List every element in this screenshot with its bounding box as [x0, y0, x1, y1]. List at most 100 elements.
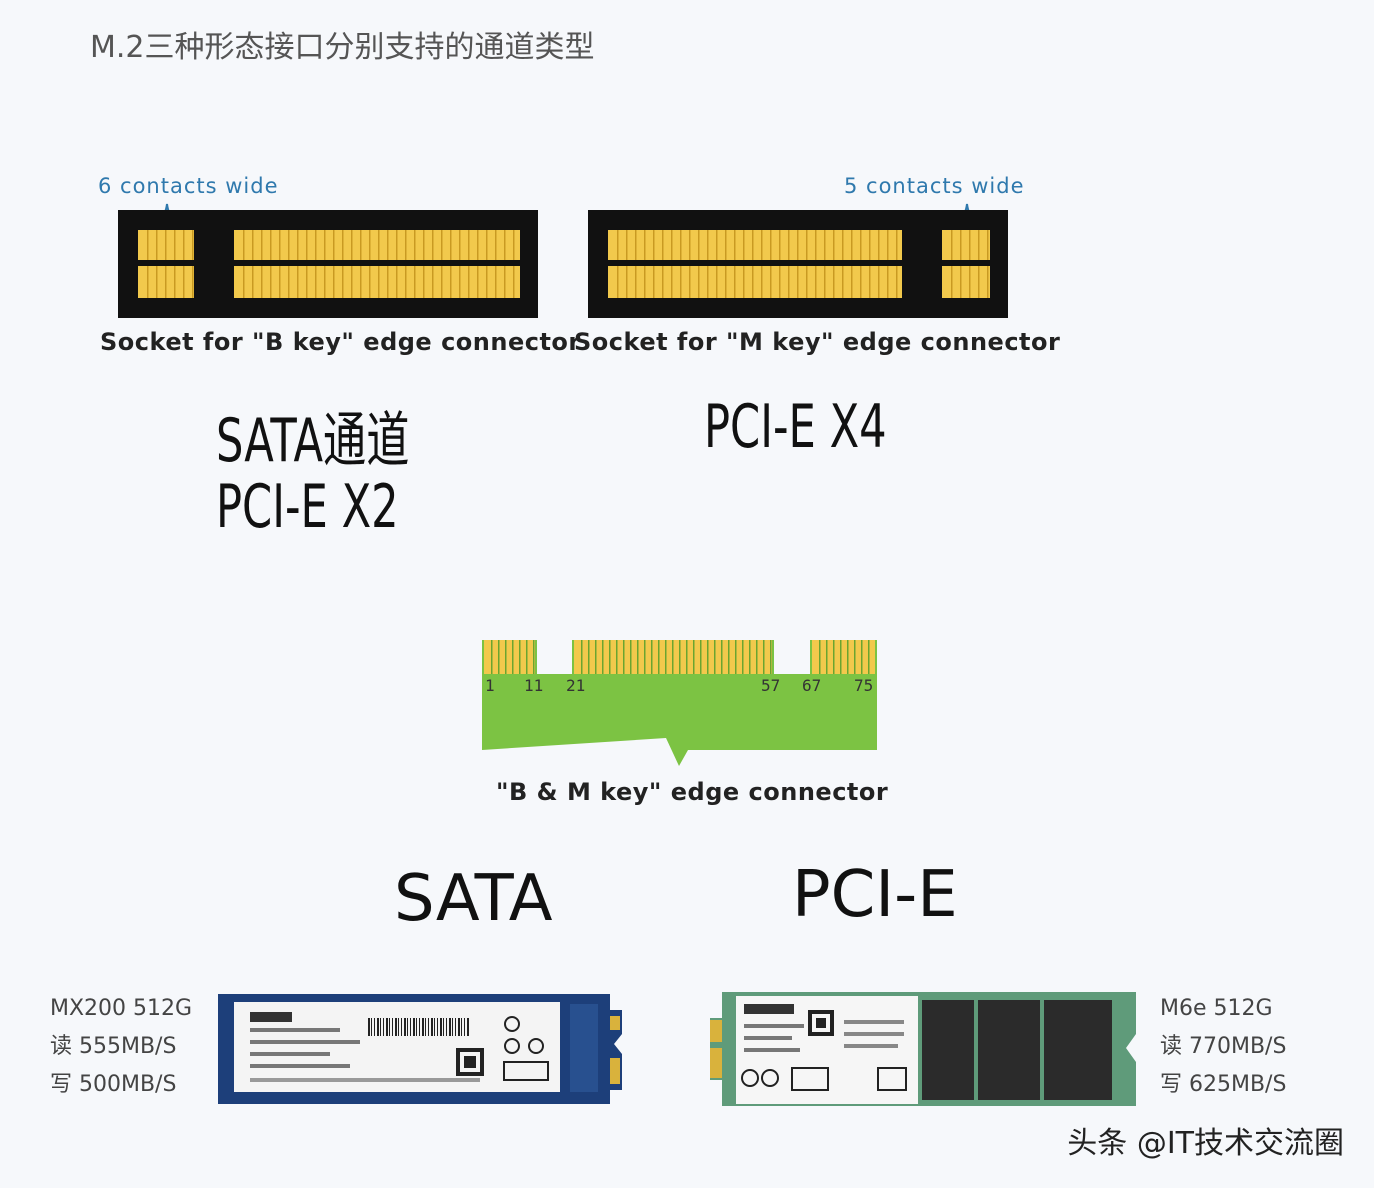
edge-pin-divider	[526, 640, 528, 674]
barcode-bar	[467, 1018, 469, 1036]
barcode-bar	[452, 1018, 453, 1036]
edge-pin-divider	[833, 640, 835, 674]
m-contacts-label: 5 contacts wide	[844, 174, 1025, 198]
barcode-bar	[404, 1018, 406, 1036]
m-channel-pcie: PCI-E X4	[704, 392, 887, 462]
edge-pin-divider	[519, 640, 521, 674]
barcode-bar	[389, 1018, 390, 1036]
edge-pin-divider	[644, 640, 646, 674]
edge-pin-divider	[665, 640, 667, 674]
barcode-bar	[437, 1018, 438, 1036]
edge-pin-divider	[742, 640, 744, 674]
barcode-bar	[368, 1018, 370, 1036]
barcode-bar	[374, 1018, 375, 1036]
edge-pin-divider	[651, 640, 653, 674]
barcode-bar	[401, 1018, 402, 1036]
barcode-bar	[377, 1018, 379, 1036]
edge-pin-divider	[735, 640, 737, 674]
edge-pin-divider	[707, 640, 709, 674]
barcode-bar	[395, 1018, 397, 1036]
b-socket-label: Socket for "B key" edge connector	[100, 328, 581, 356]
barcode-bar	[434, 1018, 435, 1036]
barcode-bar	[446, 1018, 447, 1036]
edge-pin-divider	[679, 640, 681, 674]
pin-label: 1	[485, 676, 495, 695]
edge-pin-divider	[770, 640, 772, 674]
edge-pin-divider	[658, 640, 660, 674]
edge-pin-divider	[854, 640, 856, 674]
edge-pin-divider	[728, 640, 730, 674]
bm-edge-connector: 1 11 21 57 67 75	[482, 640, 877, 766]
b-channel-pcie: PCI-E X2	[216, 472, 399, 542]
barcode-bar	[380, 1018, 381, 1036]
edge-pin-divider	[533, 640, 535, 674]
edge-pin-divider	[512, 640, 514, 674]
edge-pin-divider	[609, 640, 611, 674]
pcie-specs: M6e 512G 读 770MB/S 写 625MB/S	[1160, 990, 1286, 1104]
barcode-bar	[422, 1018, 424, 1036]
barcode-bar	[371, 1018, 372, 1036]
contact-gap	[608, 260, 902, 266]
b-contacts-label: 6 contacts wide	[98, 174, 279, 198]
pin-label: 21	[566, 676, 585, 695]
pcie-write: 写 625MB/S	[1160, 1072, 1287, 1097]
edge-pin-divider	[840, 640, 842, 674]
sata-ssd-image	[218, 994, 622, 1104]
barcode-bar	[413, 1018, 415, 1036]
edge-pin-divider	[616, 640, 618, 674]
edge-pin-divider	[714, 640, 716, 674]
pin-label: 11	[524, 676, 543, 695]
barcode-bar	[383, 1018, 384, 1036]
edge-pin-divider	[623, 640, 625, 674]
barcode-bar	[398, 1018, 399, 1036]
edge-pin-divider	[847, 640, 849, 674]
edge-pin-divider	[819, 640, 821, 674]
edge-pin-divider	[756, 640, 758, 674]
barcode-bar	[386, 1018, 388, 1036]
sata-model: MX200 512G	[50, 996, 193, 1021]
barcode-bar	[455, 1018, 456, 1036]
edge-pin-divider	[749, 640, 751, 674]
barcode-bar	[449, 1018, 451, 1036]
edge-pin-divider	[672, 640, 674, 674]
pin-label: 67	[802, 676, 821, 695]
m-socket-label: Socket for "M key" edge connector	[574, 328, 1061, 356]
edge-pin-divider	[630, 640, 632, 674]
b-channel-sata: SATA通道	[216, 406, 410, 476]
barcode-bar	[458, 1018, 460, 1036]
edge-pin-divider	[505, 640, 507, 674]
edge-pin-divider	[693, 640, 695, 674]
page-title: M.2三种形态接口分别支持的通道类型	[90, 30, 595, 65]
edge-pin-divider	[700, 640, 702, 674]
barcode-bar	[464, 1018, 465, 1036]
bm-connector-label: "B & M key" edge connector	[496, 778, 889, 806]
m-key-socket	[588, 203, 1008, 318]
sata-heading: SATA	[394, 862, 553, 936]
barcode-bar	[440, 1018, 442, 1036]
b-key-socket	[118, 203, 538, 318]
edge-pin-divider	[581, 640, 583, 674]
edge-pin-divider	[498, 640, 500, 674]
contact-gap	[234, 260, 520, 266]
edge-pin-divider	[637, 640, 639, 674]
edge-pin-block	[812, 640, 875, 674]
barcode-bar	[416, 1018, 417, 1036]
pin-label: 57	[761, 676, 780, 695]
barcode-bar	[425, 1018, 426, 1036]
barcode-bar	[410, 1018, 411, 1036]
barcode-bar	[461, 1018, 462, 1036]
edge-pin-divider	[721, 640, 723, 674]
edge-pin-divider	[491, 640, 493, 674]
edge-pin-divider	[588, 640, 590, 674]
contact-gap	[138, 260, 194, 266]
barcode-bar	[431, 1018, 433, 1036]
edge-pin-divider	[686, 640, 688, 674]
barcode-bar	[407, 1018, 408, 1036]
edge-pin-divider	[763, 640, 765, 674]
edge-pin-divider	[602, 640, 604, 674]
edge-pin-divider	[868, 640, 870, 674]
pcie-read: 读 770MB/S	[1160, 1034, 1287, 1059]
edge-pin-divider	[595, 640, 597, 674]
sata-specs: MX200 512G 读 555MB/S 写 500MB/S	[50, 990, 192, 1104]
pcie-model: M6e 512G	[1160, 996, 1273, 1021]
